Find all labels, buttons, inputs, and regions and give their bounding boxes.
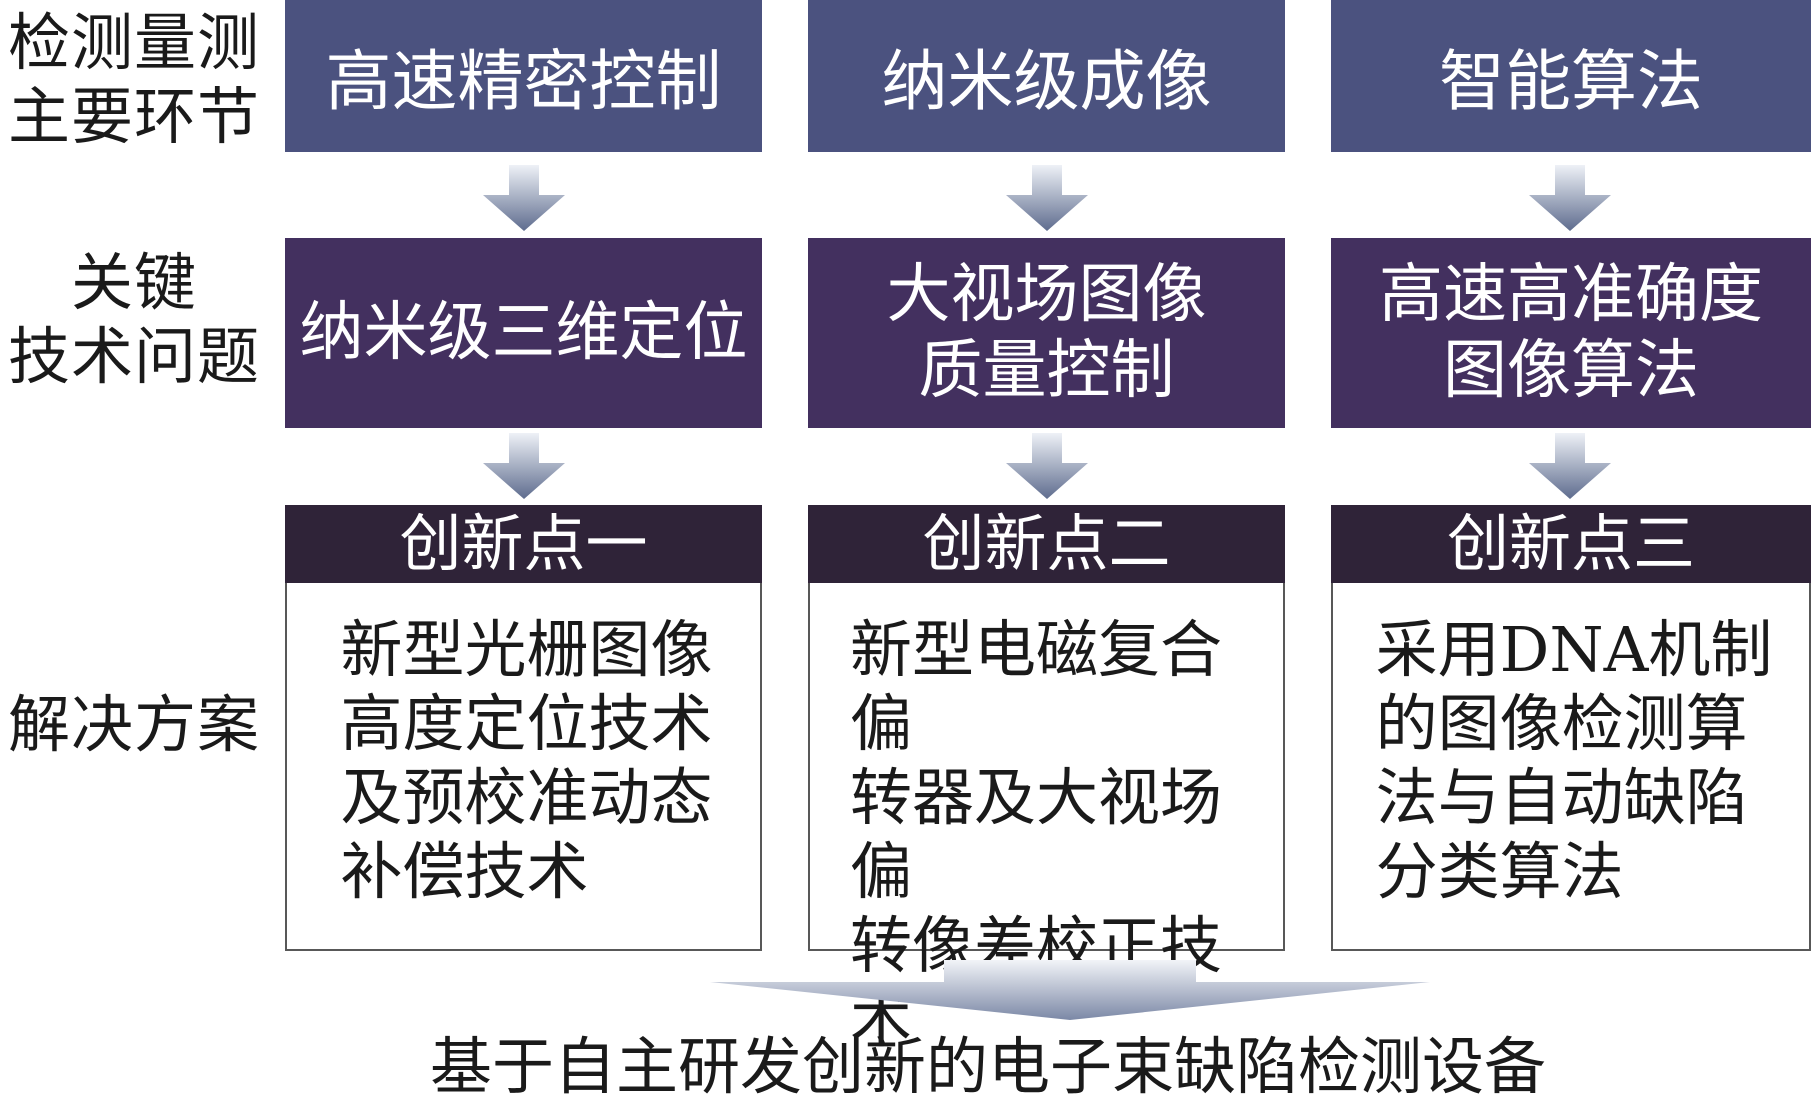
down-arrow-icon [1529, 433, 1611, 499]
innovation-header-1: 创新点一 [285, 505, 762, 583]
stage-box-1: 高速精密控制 [285, 0, 762, 152]
down-arrow-icon [1006, 165, 1088, 231]
wide-down-arrow-icon [710, 960, 1430, 1020]
solution-box-1: 新型光栅图像 高度定位技术 及预校准动态 补偿技术 [285, 583, 762, 951]
key-issue-text: 大视场图像 质量控制 [886, 258, 1207, 408]
key-issue-text: 纳米级三维定位 [299, 296, 748, 370]
key-issue-box-2: 大视场图像 质量控制 [808, 238, 1285, 428]
result-text: 基于自主研发创新的电子束缺陷检测设备 [430, 1030, 1547, 1103]
down-arrow-icon [483, 433, 565, 499]
innovation-header-3: 创新点三 [1331, 505, 1811, 583]
stage-box-3: 智能算法 [1331, 0, 1811, 152]
key-issue-text: 高速高准确度 图像算法 [1379, 258, 1763, 408]
solution-box-3: 采用DNA机制 的图像检测算 法与自动缺陷 分类算法 [1331, 583, 1811, 951]
solution-text: 新型电磁复合偏 转器及大视场偏 转像差校正技术 [850, 613, 1223, 1056]
solution-box-2: 新型电磁复合偏 转器及大视场偏 转像差校正技术 [808, 583, 1285, 1056]
key-issue-box-1: 纳米级三维定位 [285, 238, 762, 428]
down-arrow-icon [1006, 433, 1088, 499]
row-label-key-issues: 关键 技术问题 [7, 246, 260, 393]
key-issue-box-3: 高速高准确度 图像算法 [1331, 238, 1811, 428]
innovation-header-2: 创新点二 [808, 505, 1285, 583]
row-label-solutions: 解决方案 [7, 688, 260, 761]
down-arrow-icon [483, 165, 565, 231]
row-label-stages: 检测量测 主要环节 [7, 6, 260, 153]
solution-text: 新型光栅图像 高度定位技术 及预校准动态 补偿技术 [340, 613, 713, 908]
down-arrow-icon [1529, 165, 1611, 231]
solution-text: 采用DNA机制 的图像检测算 法与自动缺陷 分类算法 [1375, 613, 1773, 908]
stage-box-2: 纳米级成像 [808, 0, 1285, 152]
